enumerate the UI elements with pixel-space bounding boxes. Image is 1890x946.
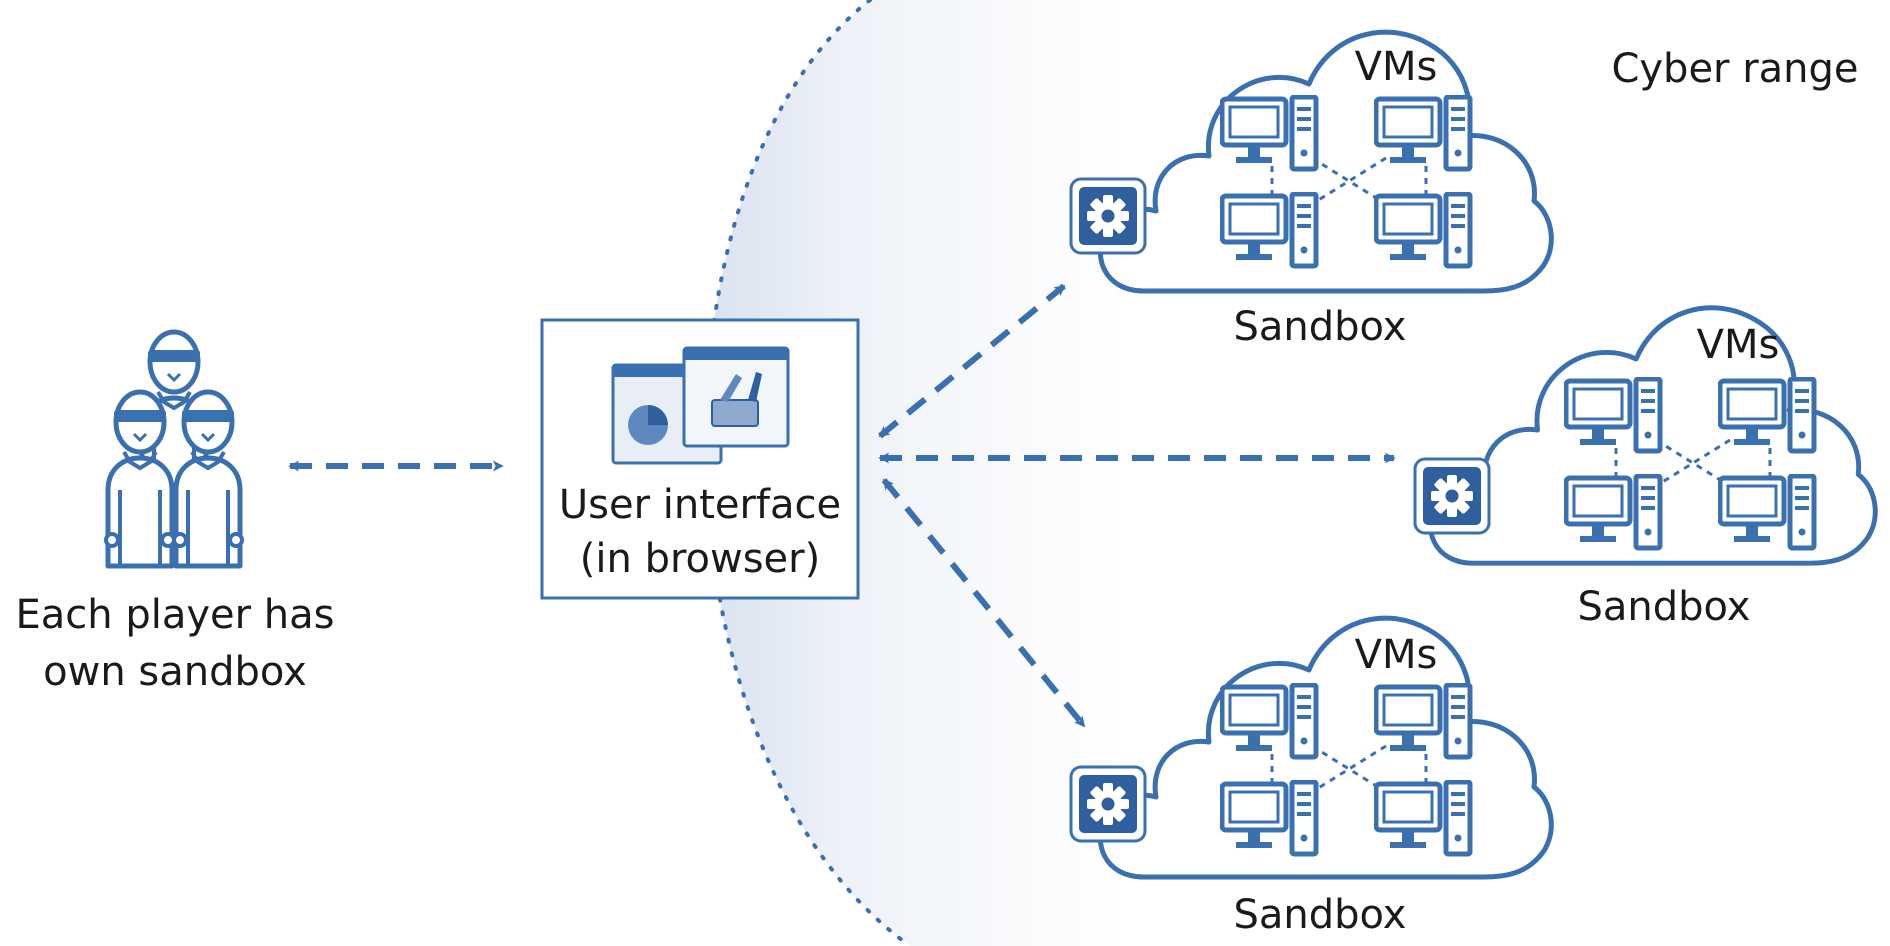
user-interface-box: User interface (in browser): [540, 318, 860, 600]
computer-icon: [1222, 194, 1316, 266]
computer-icon: [1222, 782, 1316, 854]
gear-icon: [1413, 457, 1491, 535]
sandbox-vms-label: VMs: [1355, 44, 1438, 90]
sandbox-vms-label: VMs: [1355, 632, 1438, 678]
sandbox-vms-label: VMs: [1697, 322, 1780, 368]
vm-network: [1270, 744, 1428, 794]
sandbox-label: Sandbox: [1234, 892, 1407, 938]
vm-network: [1614, 438, 1772, 488]
cyber-range-title: Cyber range: [1611, 46, 1858, 92]
computer-icon: [1566, 379, 1660, 451]
sandbox-bottom: VMs Sandbox: [1069, 618, 1551, 938]
computer-icon: [1720, 379, 1814, 451]
computer-icon: [1720, 476, 1814, 548]
computer-icon: [1222, 97, 1316, 169]
computer-icon: [1566, 476, 1660, 548]
sandbox-label: Sandbox: [1578, 584, 1751, 630]
computer-icon: [1376, 782, 1470, 854]
ui-label-line1: User interface: [559, 482, 841, 528]
sandbox-top: VMs Sandbox: [1069, 32, 1551, 350]
sandbox-label: Sandbox: [1234, 304, 1407, 350]
ui-label-line2: (in browser): [580, 536, 820, 582]
ui-sandbox-top-arrow: [878, 283, 1066, 439]
players-icon: [106, 332, 242, 566]
ui-sandbox-bottom-arrow: [881, 478, 1087, 728]
browser-windows-icon: [611, 346, 790, 465]
sandbox-middle: VMs Sandbox: [1413, 308, 1875, 630]
computer-icon: [1222, 685, 1316, 757]
computer-icon: [1376, 194, 1470, 266]
gear-icon: [1069, 177, 1147, 255]
vm-network: [1270, 156, 1428, 206]
players-caption-line2: own sandbox: [43, 649, 307, 695]
players-caption-line1: Each player has: [15, 592, 334, 638]
computer-icon: [1376, 97, 1470, 169]
gear-icon: [1069, 765, 1147, 843]
computer-icon: [1376, 685, 1470, 757]
